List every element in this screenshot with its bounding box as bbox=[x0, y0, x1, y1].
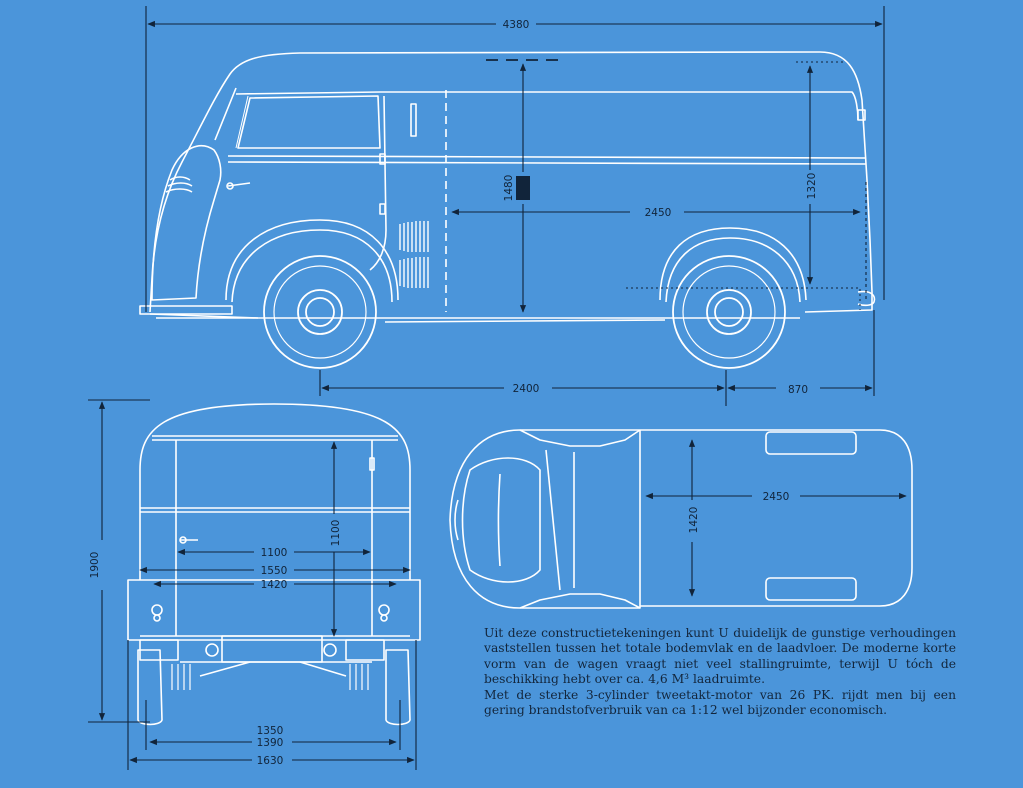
top-view bbox=[449, 429, 913, 609]
dim-cargo-length: 2450 bbox=[645, 207, 672, 219]
dim-top-cargo-width: 1420 bbox=[688, 507, 700, 534]
dim-width-1: 1100 bbox=[261, 547, 288, 559]
front-wheel bbox=[263, 255, 377, 369]
top-dimensions bbox=[645, 439, 907, 597]
dim-wheelbase: 2400 bbox=[513, 383, 540, 395]
dim-width-2: 1550 bbox=[261, 565, 288, 577]
roof-vent-front bbox=[765, 431, 857, 455]
rear-door bbox=[175, 440, 373, 636]
dim-track-front: 1350 bbox=[257, 725, 284, 737]
dim-cargo-height: 1320 bbox=[806, 173, 818, 200]
caption-paragraph-1: Uit deze constructietekeningen kunt U du… bbox=[484, 626, 956, 687]
rear-wheel bbox=[672, 255, 786, 369]
rear-view bbox=[127, 403, 421, 726]
dim-width-3: 1420 bbox=[261, 579, 288, 591]
cab-window bbox=[237, 95, 381, 149]
caption-text: Uit deze constructietekeningen kunt U du… bbox=[484, 626, 956, 718]
cab-door bbox=[369, 95, 387, 271]
rear-dimensions bbox=[88, 399, 417, 770]
dim-rear-overhang: 870 bbox=[788, 384, 808, 396]
rear-body-outline bbox=[139, 403, 411, 580]
caption-paragraph-2: Met de sterke 3-cylinder tweetakt-motor … bbox=[484, 687, 956, 718]
dim-overall-length: 4380 bbox=[503, 19, 530, 31]
rear-tyre-right bbox=[385, 649, 411, 726]
roof-vent-rear bbox=[765, 577, 857, 601]
side-view bbox=[139, 51, 876, 323]
dim-total-height: 1480 bbox=[503, 175, 515, 202]
side-dimensions bbox=[145, 6, 885, 406]
dim-top-cargo-length: 2450 bbox=[763, 491, 790, 503]
rear-tyre-left bbox=[137, 649, 163, 726]
side-vents bbox=[399, 221, 429, 288]
dim-rear-total-height: 1900 bbox=[89, 552, 101, 579]
dim-overall-width: 1630 bbox=[257, 755, 284, 767]
top-bonnet bbox=[461, 457, 541, 583]
front-fender bbox=[151, 145, 222, 301]
dim-door-height: 1100 bbox=[330, 520, 342, 547]
top-body-outline bbox=[449, 429, 913, 609]
dim-track-rear: 1390 bbox=[257, 737, 284, 749]
